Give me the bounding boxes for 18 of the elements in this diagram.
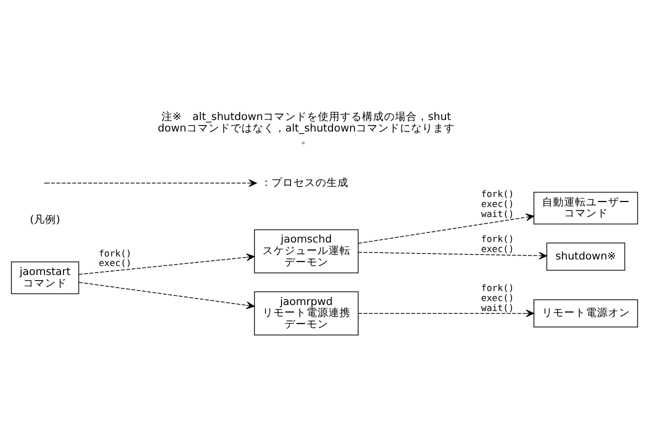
arrow <box>358 309 534 317</box>
edge-label: fork() exec() <box>98 248 132 269</box>
arrow <box>358 213 534 244</box>
edge-label: fork() exec() wait() <box>481 284 514 314</box>
legend-label: : プロセスの生成 <box>264 176 348 188</box>
edge-label: fork() exec() <box>481 234 514 254</box>
arrow <box>358 251 548 259</box>
edge-label: fork() exec() wait() <box>481 190 514 220</box>
arrow <box>78 281 255 309</box>
node-box: jaomrpwd リモート電源連携デーモン <box>254 290 359 335</box>
node-box: リモート電源オン <box>534 298 638 327</box>
label: 注※ alt_shutdownコマンドを使用する構成の場合，shutdownコマンドではなく，alt_shutdownコマンドになります。 <box>158 110 455 146</box>
node-box: jaomstart コマンド <box>10 261 80 294</box>
label: (凡例) <box>30 214 60 226</box>
arrow <box>78 253 255 274</box>
node-box: jaomschd スケジュール運転デーモン <box>254 228 359 273</box>
node-box: shutdown※ <box>546 242 626 270</box>
node-box: 自動運転ユーザーコマンド <box>534 191 638 224</box>
